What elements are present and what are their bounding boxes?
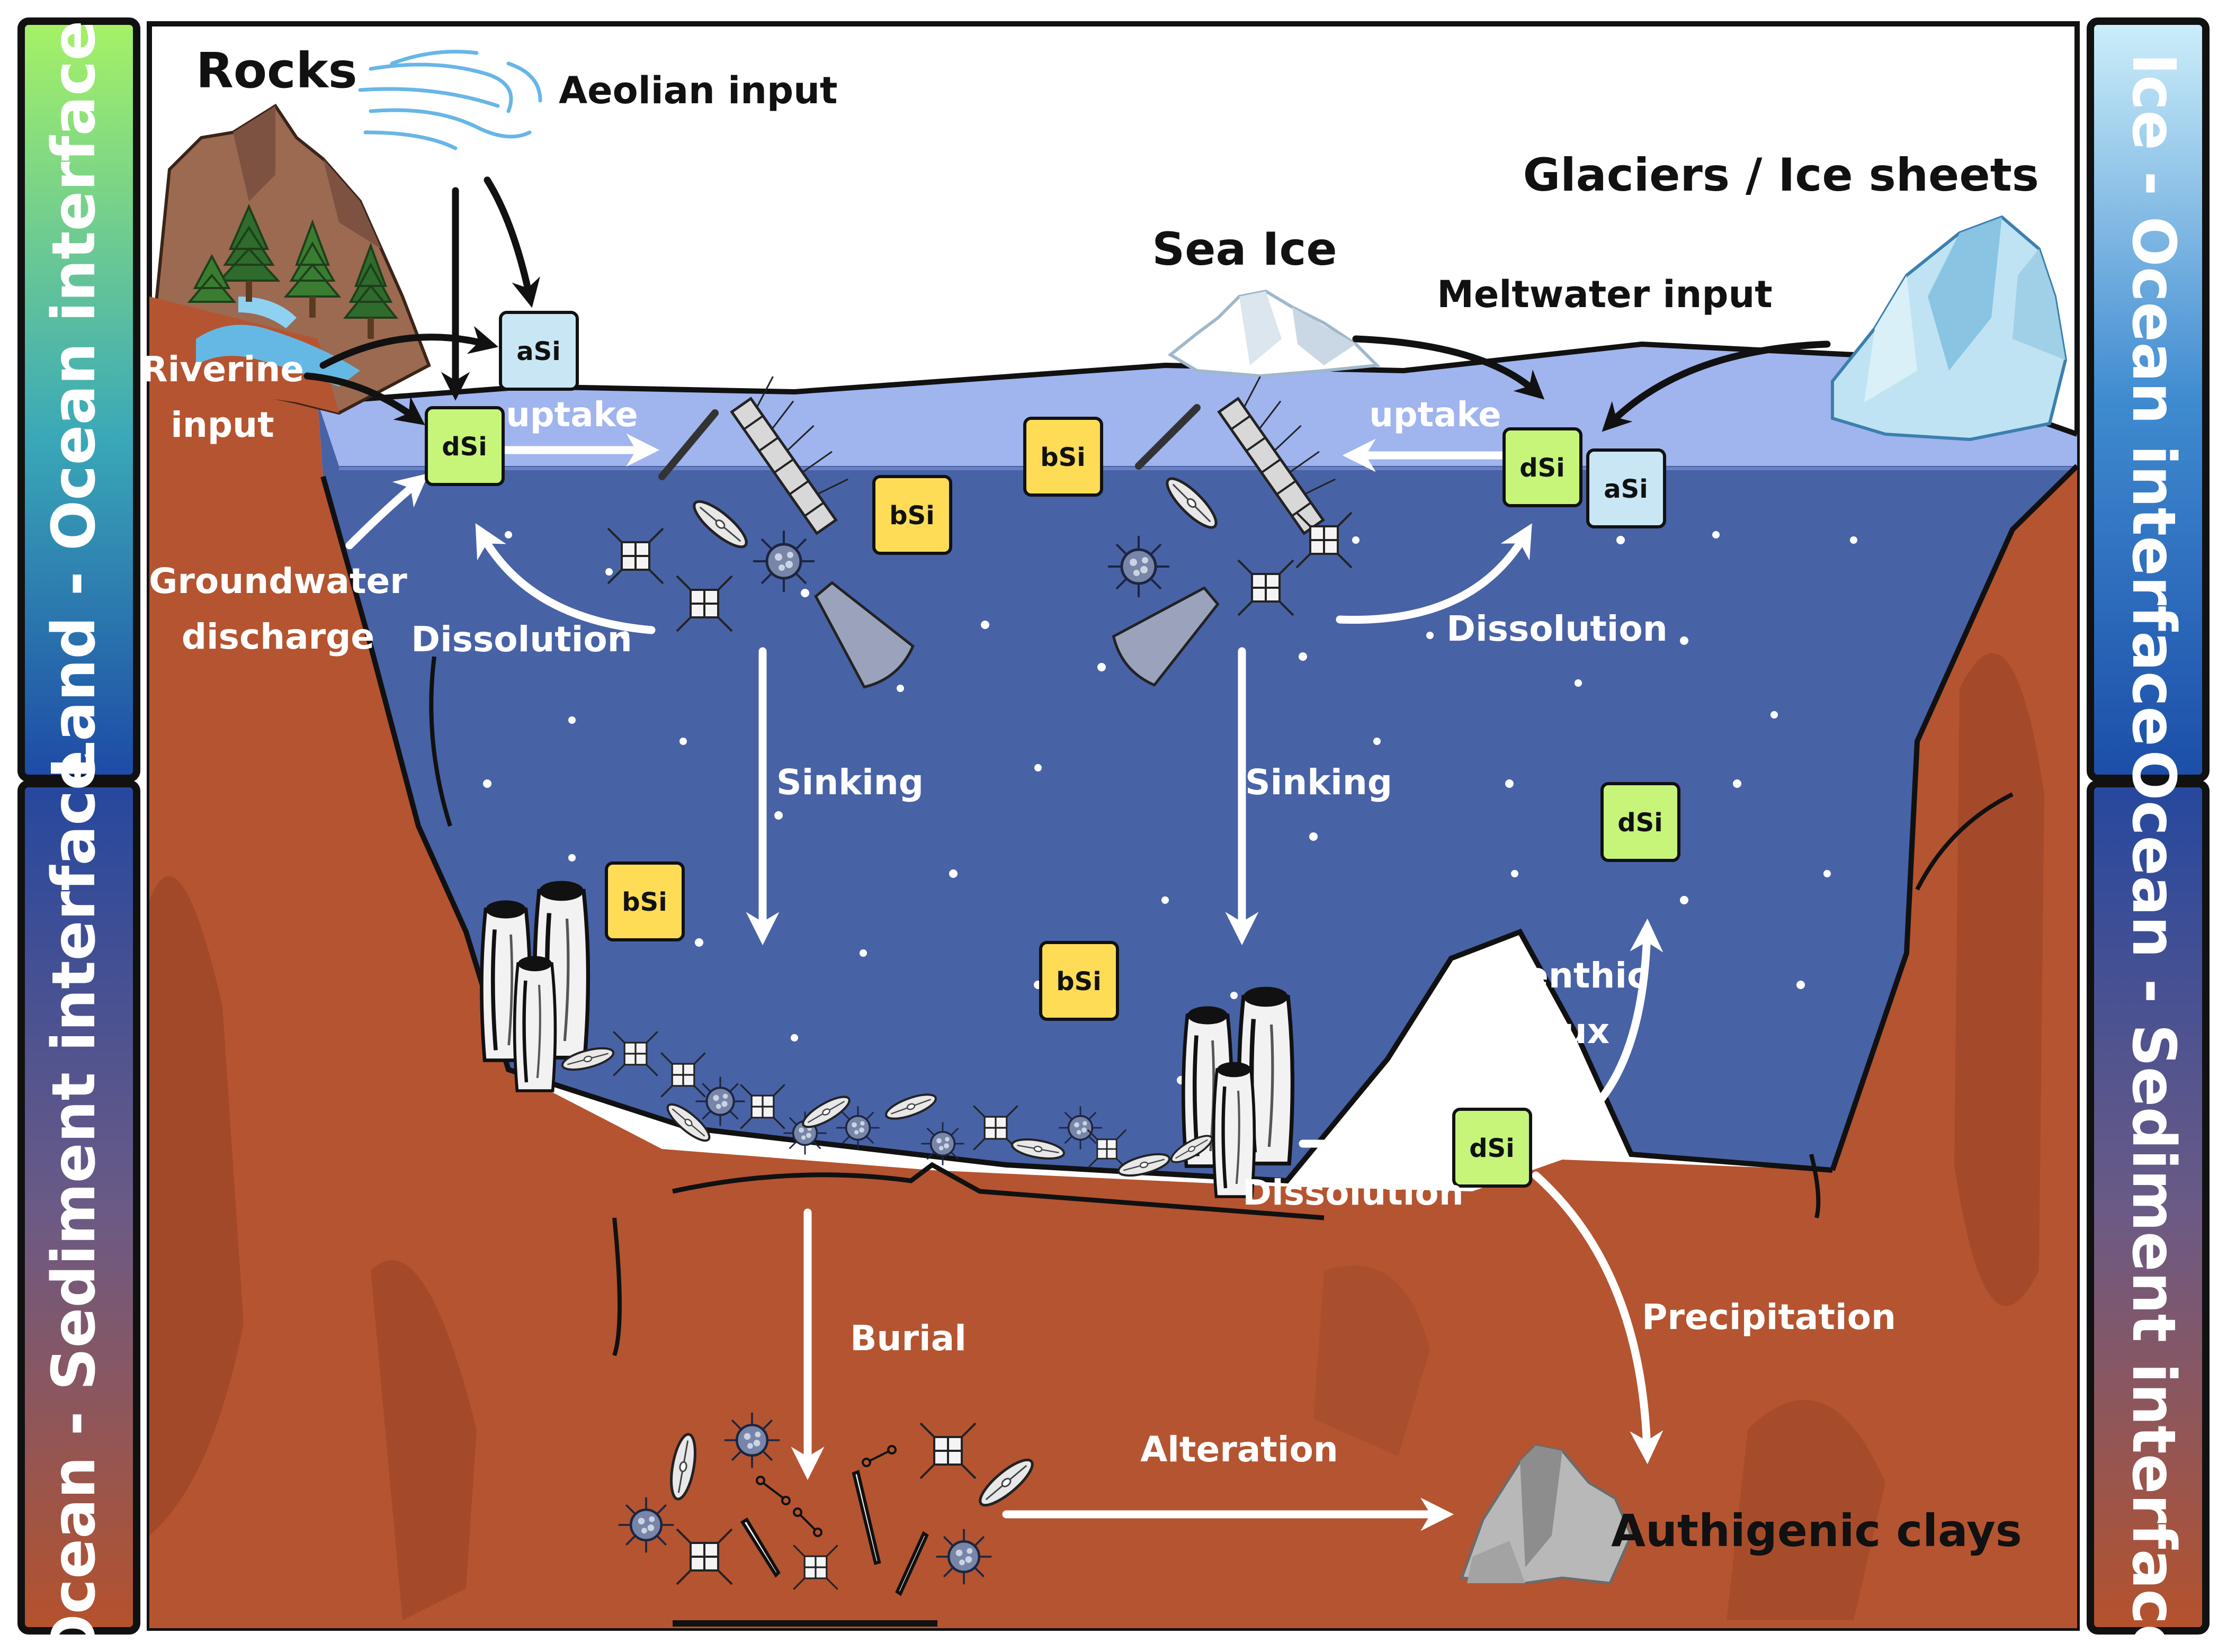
input-arrows: [303, 176, 1831, 432]
benthic-flux-arrow: [1532, 918, 1663, 1148]
glaciers-label: Glaciers / Ice sheets: [1523, 149, 2039, 202]
asi-box-right: aSi: [1586, 448, 1666, 528]
crack-line-1: [429, 656, 452, 827]
ice-ocean-label: Ice - Ocean interface: [2119, 53, 2188, 747]
asi-box-left: aSi: [499, 311, 579, 391]
dissolution-left-label: Dissolution: [411, 619, 632, 660]
process-labels: Rocks Aeolian input Glaciers / Ice sheet…: [141, 42, 2039, 1557]
uptake-right-label: uptake: [1369, 396, 1501, 435]
cone-radiolarian-icon: [814, 581, 915, 689]
ocean-sediment-left-panel: [17, 780, 140, 1635]
meltwater-input-label: Meltwater input: [1437, 273, 1773, 316]
bsi-box-mid: bSi: [1039, 941, 1119, 1021]
svg-text:dSi: dSi: [1617, 808, 1662, 838]
dissolution-right-arrow: [1336, 523, 1532, 624]
benthic-flux-label-line2: flux: [1536, 1011, 1609, 1052]
scene-background: [149, 339, 2079, 1628]
sea-ice-label: Sea Ice: [1152, 223, 1337, 276]
sediment-shade-5: [1313, 1265, 1430, 1456]
wind-icon: [358, 50, 542, 150]
dsi-box-bottom: dSi: [1452, 1108, 1532, 1188]
alteration-label: Alteration: [1140, 1429, 1338, 1470]
bsi-box-mid-left: bSi: [605, 861, 685, 941]
land-ocean-panel: [17, 17, 140, 782]
sinking-right-label: Sinking: [1245, 762, 1392, 803]
sea-ice-icon: [1167, 289, 1381, 378]
ocean-sediment-left-label: Ocean - Sediment interface: [40, 750, 109, 1652]
uptake-left-label: uptake: [506, 396, 638, 435]
land-ocean-label: Land - Ocean interface: [40, 21, 109, 779]
bsi-box-top-mid: bSi: [1023, 417, 1103, 497]
si-boxes: aSi dSi bSi bSi dSi aSi bSi bSi dSi dSi: [425, 311, 1680, 1188]
svg-text:dSi: dSi: [1469, 1134, 1514, 1163]
glacier-meltwater-arrow: [1602, 340, 1831, 432]
svg-text:dSi: dSi: [1519, 453, 1564, 483]
riverine-to-dsi-arrow: [303, 372, 425, 425]
sinking-left-label: Sinking: [776, 762, 924, 803]
ocean-deep: [318, 344, 2077, 1181]
buried-particles: [619, 1413, 1039, 1596]
sediment-shade-1: [149, 876, 244, 1536]
precipitation-arrow: [1532, 1171, 1663, 1465]
groundwater-arrow: [345, 473, 429, 550]
dissolution-left-arrow: [475, 523, 656, 634]
burial-label: Burial: [850, 1318, 967, 1359]
svg-text:bSi: bSi: [1056, 967, 1101, 996]
ocean-sediment-right-label: Ocean - Sediment interface: [2119, 750, 2188, 1652]
surface-plankton-left: [607, 376, 915, 689]
flux-arrows: [345, 433, 1663, 1531]
svg-text:aSi: aSi: [516, 337, 560, 366]
svg-text:bSi: bSi: [1040, 443, 1085, 472]
rocks-label: Rocks: [196, 42, 357, 99]
crack-line-2: [612, 1217, 622, 1357]
sea-ice-meltwater-arrow: [1352, 335, 1545, 400]
precipitation-label: Precipitation: [1642, 1297, 1896, 1337]
dissolution-right-label: Dissolution: [1446, 608, 1667, 649]
iceberg-icon: [1831, 215, 2068, 442]
right-slope-line: [1830, 464, 2079, 1171]
sediment-shade-3: [1954, 653, 2044, 1306]
benthic-flux-label-line1: Benthic: [1498, 955, 1648, 996]
svg-text:dSi: dSi: [442, 432, 487, 462]
bsi-box-top-left: bSi: [872, 475, 952, 555]
side-panels: Land - Ocean interface Ocean - Sediment …: [17, 17, 2210, 1652]
sediment-shade-4: [1727, 1399, 1885, 1620]
svg-text:bSi: bSi: [622, 887, 667, 917]
ice-ocean-panel: [2087, 17, 2210, 782]
svg-text:aSi: aSi: [1604, 474, 1648, 504]
sediment-layer-line: [672, 1162, 1325, 1220]
dsi-box-right: dSi: [1502, 427, 1582, 507]
crack-line-4: [1809, 1154, 1821, 1218]
riverine-to-asi-arrow: [319, 326, 499, 369]
riverine-label-line2: input: [171, 405, 274, 445]
groundwater-label-line1: Groundwater: [149, 561, 407, 601]
dsi-box-mid-right: dSi: [1600, 782, 1680, 862]
sediment-body: [149, 339, 2077, 1628]
svg-text:bSi: bSi: [889, 501, 934, 531]
radiolarian-icon: [753, 531, 815, 592]
dsi-box-left: dSi: [425, 406, 505, 486]
authigenic-clays-label: Authigenic clays: [1611, 1505, 2022, 1557]
river-icon: [196, 297, 360, 387]
aeolian-input-label: Aeolian input: [559, 69, 837, 112]
ocean-sediment-right-panel: [2087, 780, 2210, 1635]
groundwater-label-line2: discharge: [182, 616, 374, 657]
dissolution-bottom-label: Dissolution: [1242, 1172, 1463, 1213]
sediment-shade-2: [371, 1260, 477, 1620]
clay-rock-icon: [1460, 1444, 1633, 1585]
riverine-label-line1: Riverine: [141, 349, 304, 390]
surface-plankton-right: [1107, 376, 1353, 687]
aeolian-to-asi-arrow: [484, 176, 540, 308]
tree-icon: [187, 204, 399, 339]
crack-line-3: [1915, 792, 2014, 891]
